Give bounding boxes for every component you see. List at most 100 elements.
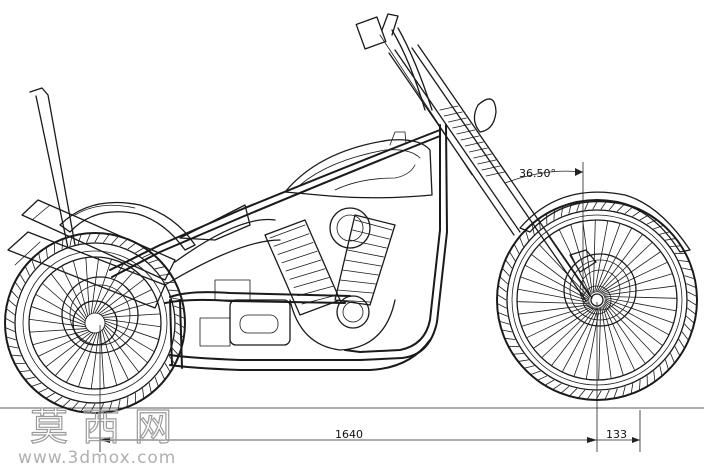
rear-tread-mark xyxy=(20,370,30,373)
trail-dimension-label: 133 xyxy=(606,428,627,441)
rear-spoke xyxy=(103,326,140,373)
rear-tread-mark xyxy=(38,388,48,393)
fork-spring-coil xyxy=(460,135,480,141)
rear-spoke xyxy=(100,289,153,316)
front-tread-mark xyxy=(514,244,520,254)
rear-cylinder-fin xyxy=(297,285,334,297)
rear-tread-mark xyxy=(25,266,30,276)
front-spoke xyxy=(595,223,621,293)
rear-tread-mark xyxy=(173,339,182,347)
front-tread-mark xyxy=(653,370,656,381)
fork-spring-coil xyxy=(485,171,505,177)
front-tread-mark xyxy=(624,207,633,214)
rear-spoke xyxy=(90,331,100,390)
rear-cylinder-fin xyxy=(281,250,318,264)
front-tread-mark xyxy=(578,389,586,398)
rear-tread-mark xyxy=(45,248,48,258)
front-tread-mark xyxy=(531,370,541,375)
rear-tread-mark xyxy=(61,239,64,250)
rear-tread-mark xyxy=(77,234,82,245)
rear-tread-mark xyxy=(46,392,55,399)
front-spoke xyxy=(524,264,590,301)
rear-cylinder-fin xyxy=(289,268,326,280)
front-tread-mark xyxy=(687,299,697,306)
rear-spoke xyxy=(102,328,129,381)
rear-tread-mark xyxy=(117,399,121,410)
front-spoke xyxy=(517,288,590,303)
rear-tread-mark xyxy=(168,289,179,292)
front-tread-mark xyxy=(509,252,516,261)
front-tread-mark xyxy=(684,323,692,332)
front-tread-mark xyxy=(524,365,535,369)
front-spoke xyxy=(521,305,592,327)
front-tread-mark xyxy=(678,339,685,348)
rear-spoke xyxy=(85,257,90,316)
front-tread-mark xyxy=(630,383,634,394)
rear-tread-mark xyxy=(142,253,152,258)
front-cylinder-fin xyxy=(354,219,393,231)
front-tread-mark xyxy=(608,202,616,211)
front-tread-mark xyxy=(674,346,680,356)
front-fender xyxy=(519,191,691,253)
front-spoke xyxy=(582,220,593,294)
front-spoke xyxy=(603,304,636,371)
front-tread-mark xyxy=(561,386,570,393)
rear-tread-mark xyxy=(173,305,184,310)
front-tread-mark xyxy=(622,386,626,396)
rear-tread-mark xyxy=(8,299,17,307)
front-tread-mark xyxy=(502,268,510,277)
rear-tread-mark xyxy=(38,253,42,264)
rear-tread-mark xyxy=(142,388,145,398)
front-spoke xyxy=(550,307,597,367)
rear-tread-mark xyxy=(15,282,22,291)
front-tread-mark xyxy=(632,210,641,217)
rear-spoke xyxy=(104,320,160,340)
watermark-chinese: 莫西网 xyxy=(30,405,186,449)
front-spoke xyxy=(604,298,674,324)
front-spoke xyxy=(548,235,591,297)
rear-tread-mark xyxy=(80,403,87,412)
watermark-url: www.3dmox.com xyxy=(18,448,176,468)
rear-spoke xyxy=(102,313,161,318)
front-tread-mark xyxy=(500,277,508,285)
headlight xyxy=(473,98,497,133)
front-tread-mark xyxy=(670,245,681,247)
rear-tread-mark xyxy=(171,347,179,356)
front-tread-mark xyxy=(639,379,641,390)
front-spoke xyxy=(597,233,644,293)
front-tread-mark xyxy=(665,238,676,241)
front-spoke xyxy=(604,302,656,356)
front-tread-mark xyxy=(659,231,670,235)
rear-spoke xyxy=(94,263,125,314)
rear-spoke xyxy=(50,273,87,320)
fork-spring-coil xyxy=(481,165,501,171)
rear-tread-mark xyxy=(11,290,19,299)
front-tread-mark xyxy=(553,383,562,390)
fork-spring-coil xyxy=(456,129,476,135)
rear-spoke xyxy=(104,324,149,364)
front-tread-mark xyxy=(537,375,548,381)
rear-spoke xyxy=(37,330,90,357)
front-tread-mark xyxy=(518,359,529,362)
front-spoke xyxy=(599,241,653,293)
rear-spoke xyxy=(100,330,105,389)
rear-spoke xyxy=(78,332,98,388)
rear-spoke xyxy=(54,332,94,377)
front-tread-mark xyxy=(681,331,689,340)
fork-spring-coil xyxy=(452,123,472,129)
front-spoke xyxy=(602,273,673,295)
rear-cylinder-fin xyxy=(269,224,306,239)
front-tread-mark xyxy=(498,312,508,317)
front-tread-mark xyxy=(686,315,694,323)
front-spoke xyxy=(517,304,591,315)
front-tread-mark xyxy=(684,275,695,279)
rear-spoke xyxy=(29,328,88,333)
rear-tread-mark xyxy=(164,363,171,372)
rear-tread-mark xyxy=(5,318,15,324)
rear-tread-mark xyxy=(86,233,91,243)
front-tread-mark xyxy=(613,388,618,398)
rear-tread-mark xyxy=(54,396,63,403)
rear-tread-mark xyxy=(135,247,144,254)
front-tread-mark xyxy=(545,379,555,386)
front-tread-mark xyxy=(584,200,590,211)
